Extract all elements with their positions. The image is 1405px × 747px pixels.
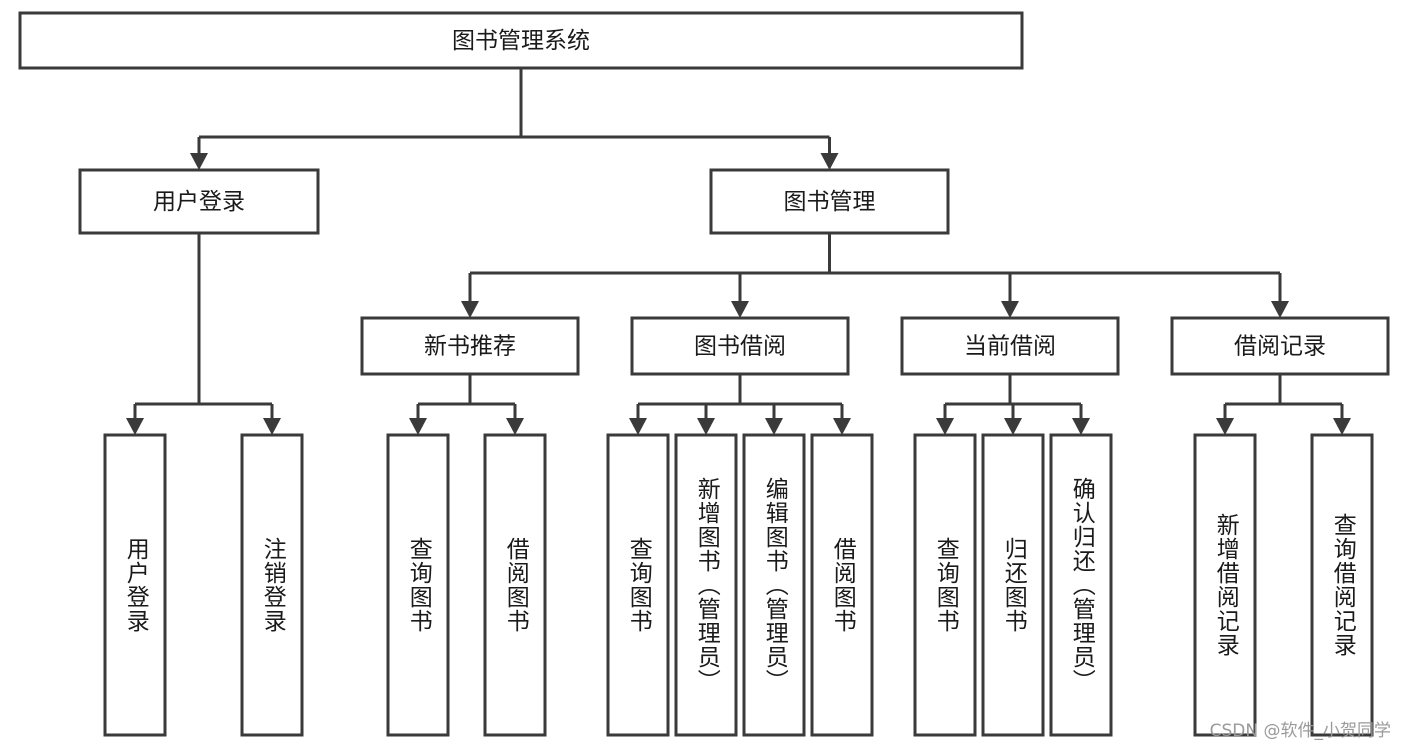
edge-user-login-to-leaf-user-logout-arrowhead [263,418,281,435]
edge-book-manage-to-borrow-record-arrowhead [1271,301,1289,318]
leaf-box-l-cb-confirm[interactable] [1049,433,1113,737]
leaf-box-l-br-add[interactable] [1193,433,1257,737]
edge-borrow-record-to-l-br-query-arrowhead [1333,418,1351,435]
node-label-new-book-rec: 新书推荐 [424,334,516,360]
node-label-root: 图书管理系统 [452,28,590,54]
node-label-book-manage: 图书管理 [784,189,876,215]
edge-current-borrow-to-l-cb-return-arrowhead [1004,418,1022,435]
edge-book-borrow-to-l-bb-edit-arrowhead [765,418,783,435]
watermark-text: CSDN @软件_小贺同学 [1209,721,1391,741]
edge-root-to-user-login-arrowhead [190,153,208,170]
leaf-box-l-cb-return[interactable] [981,433,1045,737]
node-label-book-borrow: 图书借阅 [694,334,786,360]
edge-borrow-record-to-l-br-add-arrowhead [1216,418,1234,435]
leaf-box-l-bb-query[interactable] [606,433,670,737]
edge-book-borrow-to-l-bb-borrow-arrowhead [833,418,851,435]
edge-user-login-to-leaf-user-login-arrowhead [126,418,144,435]
boxes-layer [18,11,1390,737]
edge-current-borrow-to-l-cb-query-arrowhead [936,418,954,435]
edge-root-to-book-manage-arrowhead [820,153,839,170]
leaf-box-l-cb-query[interactable] [913,433,977,737]
node-label-borrow-record: 借阅记录 [1234,334,1326,360]
edge-book-manage-to-new-book-rec-arrowhead [461,301,479,318]
node-box-book-borrow[interactable] [630,316,850,376]
node-box-borrow-record[interactable] [1170,316,1390,376]
leaf-box-l-br-query[interactable] [1310,433,1374,737]
node-box-user-login[interactable] [78,168,320,235]
node-box-book-manage[interactable] [709,168,950,235]
edge-new-book-rec-to-l-nbr-query-arrowhead [409,418,427,435]
leaf-box-l-nbr-borrow[interactable] [483,433,547,737]
edge-current-borrow-to-l-cb-confirm-arrowhead [1072,418,1090,435]
leaf-box-leaf-user-login[interactable] [103,433,167,737]
leaf-box-l-bb-edit[interactable] [742,433,806,737]
node-label-user-login: 用户登录 [153,189,245,215]
node-box-current-borrow[interactable] [900,316,1120,376]
edge-book-borrow-to-l-bb-add-arrowhead [697,418,715,435]
edge-book-manage-to-current-borrow-arrowhead [1001,301,1019,318]
leaf-box-l-bb-add[interactable] [674,433,738,737]
node-box-new-book-rec[interactable] [360,316,580,376]
node-label-current-borrow: 当前借阅 [964,334,1056,360]
edge-book-manage-to-book-borrow-arrowhead [731,301,749,318]
leaf-box-l-nbr-query[interactable] [386,433,450,737]
leaf-box-leaf-user-logout[interactable] [240,433,304,737]
connectors-layer [126,68,1351,435]
edge-book-borrow-to-l-bb-query-arrowhead [629,418,647,435]
node-box-root[interactable] [18,11,1024,70]
leaf-box-l-bb-borrow[interactable] [810,433,874,737]
edge-new-book-rec-to-l-nbr-borrow-arrowhead [506,418,524,435]
